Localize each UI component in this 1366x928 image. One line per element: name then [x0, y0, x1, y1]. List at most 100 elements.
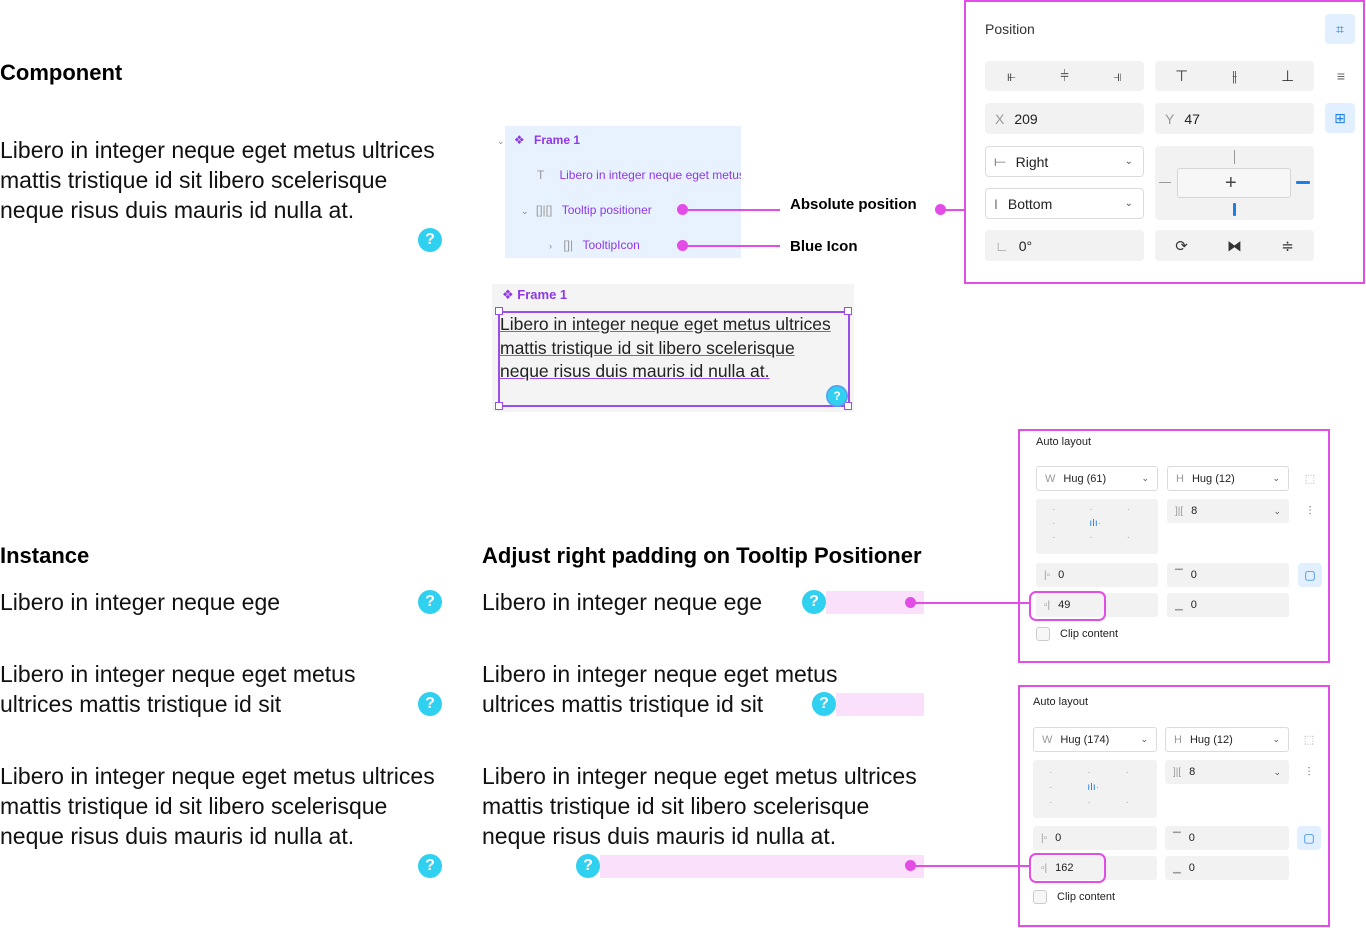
rotation-value: 0°	[1018, 237, 1033, 254]
align-bottom-icon[interactable]: ⊥	[1280, 68, 1295, 85]
callout-line	[910, 865, 1020, 867]
layer-text[interactable]: T Libero in integer neque eget metus	[537, 168, 741, 182]
tooltip-icon[interactable]: ?	[812, 692, 836, 716]
tooltip-icon[interactable]: ?	[576, 854, 600, 878]
layer-frame[interactable]: ⌄ ❖ Frame 1	[497, 133, 737, 147]
chevron-down-icon[interactable]: ⌄	[497, 136, 505, 146]
component-icon: ❖	[502, 287, 514, 302]
individual-padding-icon[interactable]: ▢	[1298, 563, 1322, 587]
constraint-widget[interactable]: +	[1155, 146, 1314, 220]
layer-tooltip-icon[interactable]: › []| TooltipIcon	[549, 238, 739, 252]
alignment-dots: ····ıIı····	[1049, 767, 1164, 808]
clip-content-checkbox[interactable]	[1033, 890, 1047, 904]
layer-tooltip-positioner[interactable]: ⌄ []|[] Tooltip positioner	[521, 203, 741, 217]
layer-frame-label: Frame 1	[534, 133, 581, 147]
absolute-position-icon[interactable]: ⊞	[1325, 103, 1355, 133]
x-field[interactable]: X 209	[985, 103, 1144, 134]
padding-left-value: 0	[1055, 832, 1062, 844]
padding-right-field[interactable]: ▫| 162	[1033, 856, 1157, 880]
v-constraint-value: Bottom	[1007, 195, 1053, 212]
padding-left-value: 0	[1058, 569, 1065, 581]
tooltip-icon[interactable]: ?	[418, 228, 442, 252]
width-value: Hug (61)	[1063, 472, 1107, 485]
chevron-down-icon: ⌄	[1272, 473, 1280, 483]
padding-bottom-value: 0	[1188, 862, 1195, 874]
auto-layout-icon: []|[]	[535, 203, 553, 217]
chevron-down-icon[interactable]: ⌄	[1273, 766, 1281, 777]
y-field[interactable]: Y 47	[1155, 103, 1314, 134]
flip-horizontal-icon[interactable]: ⧓	[1227, 237, 1242, 255]
alignment-grid[interactable]: ····ıIı····	[1036, 499, 1158, 554]
chevron-down-icon[interactable]: ⌄	[1273, 505, 1281, 516]
auto-layout-title: Auto layout	[1033, 696, 1089, 708]
advanced-settings-icon[interactable]: ⫶	[1307, 764, 1311, 779]
padding-top-value: 0	[1188, 832, 1195, 844]
vertical-constraint-select[interactable]: I Bottom ⌄	[985, 188, 1144, 219]
width-value: Hug (174)	[1060, 733, 1110, 746]
resize-handle[interactable]	[495, 402, 503, 410]
x-value: 209	[1014, 110, 1038, 127]
frame-preview-label[interactable]: ❖ Frame 1	[502, 287, 568, 302]
gap-field[interactable]: ]|[ 8 ⌄	[1165, 760, 1289, 784]
constraint-top-bar[interactable]	[1234, 150, 1235, 164]
focus-frame-icon[interactable]: ⌗	[1325, 14, 1355, 44]
padding-bottom-field[interactable]: ▁ 0	[1167, 593, 1289, 617]
horizontal-align-group: ⫦ ⫩ ⫣	[985, 61, 1144, 91]
constraint-left-bar[interactable]	[1159, 182, 1171, 183]
padding-bottom-icon: ▁	[1175, 599, 1183, 611]
positioner-padding-bar	[600, 855, 924, 878]
align-top-icon[interactable]: ⊤	[1174, 68, 1189, 85]
padding-right-field[interactable]: ▫| 49	[1036, 593, 1158, 617]
resize-to-fit-icon[interactable]: ⬚	[1303, 733, 1315, 746]
height-select[interactable]: H Hug (12) ⌄	[1165, 727, 1289, 752]
alignment-grid[interactable]: ····ıIı····	[1033, 760, 1157, 818]
height-select[interactable]: H Hug (12) ⌄	[1167, 466, 1289, 491]
component-paragraph: Libero in integer neque eget metus ultri…	[0, 137, 435, 223]
h-constraint-value: Right	[1015, 153, 1049, 170]
resize-handle[interactable]	[844, 402, 852, 410]
rotation-field[interactable]: ∟ 0°	[985, 230, 1144, 261]
constraint-bottom-bar[interactable]	[1233, 203, 1236, 216]
width-select[interactable]: W Hug (174) ⌄	[1033, 727, 1157, 752]
padding-left-field[interactable]: |▫ 0	[1036, 563, 1158, 587]
resize-handle[interactable]	[844, 307, 852, 315]
rotation-icon: ∟	[995, 237, 1009, 254]
constraint-right-bar[interactable]	[1296, 181, 1310, 184]
callout-blue-icon: Blue Icon	[790, 238, 858, 255]
resize-handle[interactable]	[495, 307, 503, 315]
chevron-right-icon[interactable]: ›	[549, 241, 552, 251]
padding-top-field[interactable]: ▔ 0	[1165, 826, 1289, 850]
flip-vertical-icon[interactable]: ≑	[1281, 237, 1294, 255]
selection-box[interactable]	[498, 311, 850, 407]
tooltip-icon[interactable]: ?	[418, 854, 442, 878]
chevron-down-icon[interactable]: ⌄	[521, 206, 529, 216]
gap-field[interactable]: ]|[ 8 ⌄	[1167, 499, 1289, 523]
tooltip-icon[interactable]: ?	[418, 590, 442, 614]
padding-top-field[interactable]: ▔ 0	[1167, 563, 1289, 587]
distribute-icon[interactable]: ≡	[1336, 68, 1346, 84]
component-icon: ❖	[513, 133, 525, 147]
align-center-h-icon[interactable]: ⫩	[1060, 67, 1069, 85]
width-select[interactable]: W Hug (61) ⌄	[1036, 466, 1158, 491]
padding-bottom-field[interactable]: ▁ 0	[1165, 856, 1289, 880]
tooltip-icon[interactable]: ?	[826, 385, 848, 407]
tooltip-icon[interactable]: ?	[802, 590, 826, 614]
vertical-align-group: ⊤ ⫲ ⊥	[1155, 61, 1314, 91]
align-left-icon[interactable]: ⫦	[1007, 67, 1016, 85]
clip-content-checkbox[interactable]	[1036, 627, 1050, 641]
padding-left-icon: |▫	[1041, 832, 1048, 844]
horizontal-constraint-select[interactable]: ⟝ Right ⌄	[985, 146, 1144, 177]
align-right-icon[interactable]: ⫣	[1112, 67, 1122, 85]
advanced-settings-icon[interactable]: ⫶	[1308, 503, 1312, 518]
tooltip-icon[interactable]: ?	[418, 692, 442, 716]
constraint-cross-icon: +	[1225, 172, 1237, 194]
padding-top-icon: ▔	[1175, 569, 1183, 581]
individual-padding-icon[interactable]: ▢	[1297, 826, 1321, 850]
instance-text-1: Libero in integer neque ege	[0, 589, 281, 615]
instance-heading: Instance	[0, 543, 90, 568]
callout-line	[910, 602, 1020, 604]
padding-left-field[interactable]: |▫ 0	[1033, 826, 1157, 850]
rotate-icon[interactable]: ⟳	[1175, 237, 1188, 255]
resize-to-fit-icon[interactable]: ⬚	[1304, 472, 1316, 485]
align-center-v-icon[interactable]: ⫲	[1232, 67, 1237, 85]
